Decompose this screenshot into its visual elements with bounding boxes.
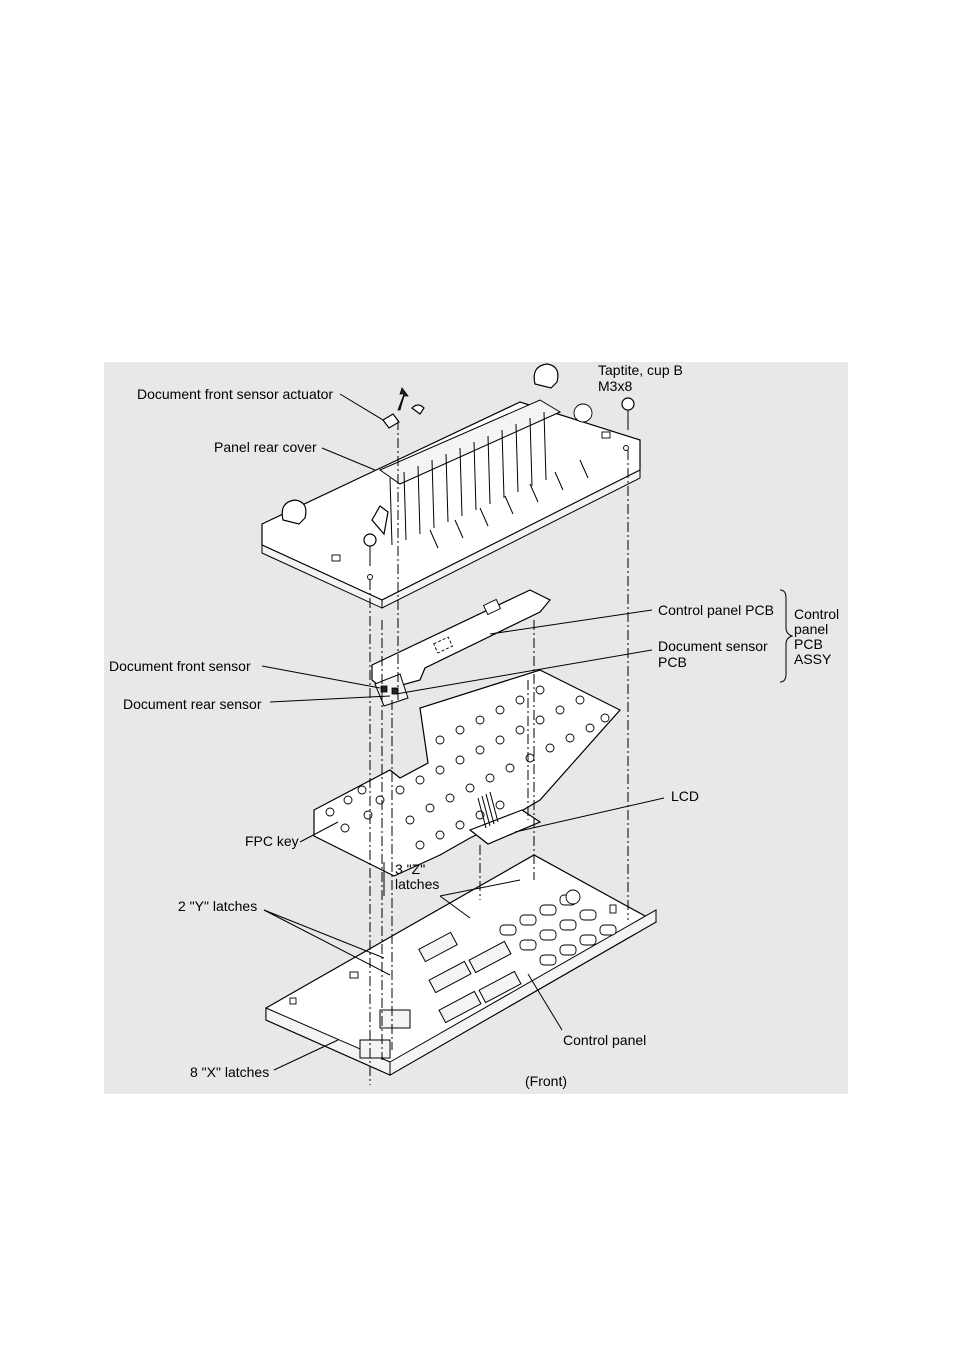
rear-cover-label: Panel rear cover: [214, 439, 317, 455]
control-panel-drawing: [265, 854, 658, 1076]
assy-label-line1: Control: [794, 606, 839, 622]
control-pcb-label: Control panel PCB: [658, 602, 774, 618]
screw-label-line1: Taptite, cup B: [598, 362, 683, 378]
screw-label-line2: M3x8: [598, 378, 632, 394]
assy-label-line4: ASSY: [794, 651, 832, 667]
z-latches-label-line2: latches: [395, 876, 439, 892]
assy-label-line2: panel: [794, 621, 828, 637]
button-keys: [359, 894, 617, 1059]
front-sensor-label: Document front sensor: [109, 658, 251, 674]
front-label: (Front): [525, 1073, 567, 1089]
fpc-key-drawing: [313, 669, 621, 877]
labels: Taptite, cup B M3x8 Document front senso…: [109, 362, 839, 1089]
lcd-label: LCD: [671, 788, 699, 804]
z-latches-label-line1: 3 "Z": [395, 861, 425, 877]
lcd-drawing: [468, 791, 542, 845]
control-panel-label: Control panel: [563, 1032, 646, 1048]
actuator-label: Document front sensor actuator: [137, 386, 333, 402]
assy-label-line3: PCB: [794, 636, 823, 652]
screw-icon: [363, 397, 635, 566]
x-latches-label: 8 "X" latches: [190, 1064, 269, 1080]
fpc-key-label: FPC key: [245, 833, 299, 849]
sensor-pcb-label-line1: Document sensor: [658, 638, 768, 654]
y-latches-label: 2 "Y" latches: [178, 898, 257, 914]
leader-lines: [261, 393, 794, 1071]
rear-sensor-label: Document rear sensor: [123, 696, 262, 712]
alignment-lines: [369, 420, 629, 1085]
panel-rear-cover-drawing: [261, 363, 641, 609]
sensor-pcb-label-line2: PCB: [658, 654, 687, 670]
control-panel-pcb-drawing: [371, 589, 551, 707]
arrow-up-icon: [397, 387, 409, 411]
